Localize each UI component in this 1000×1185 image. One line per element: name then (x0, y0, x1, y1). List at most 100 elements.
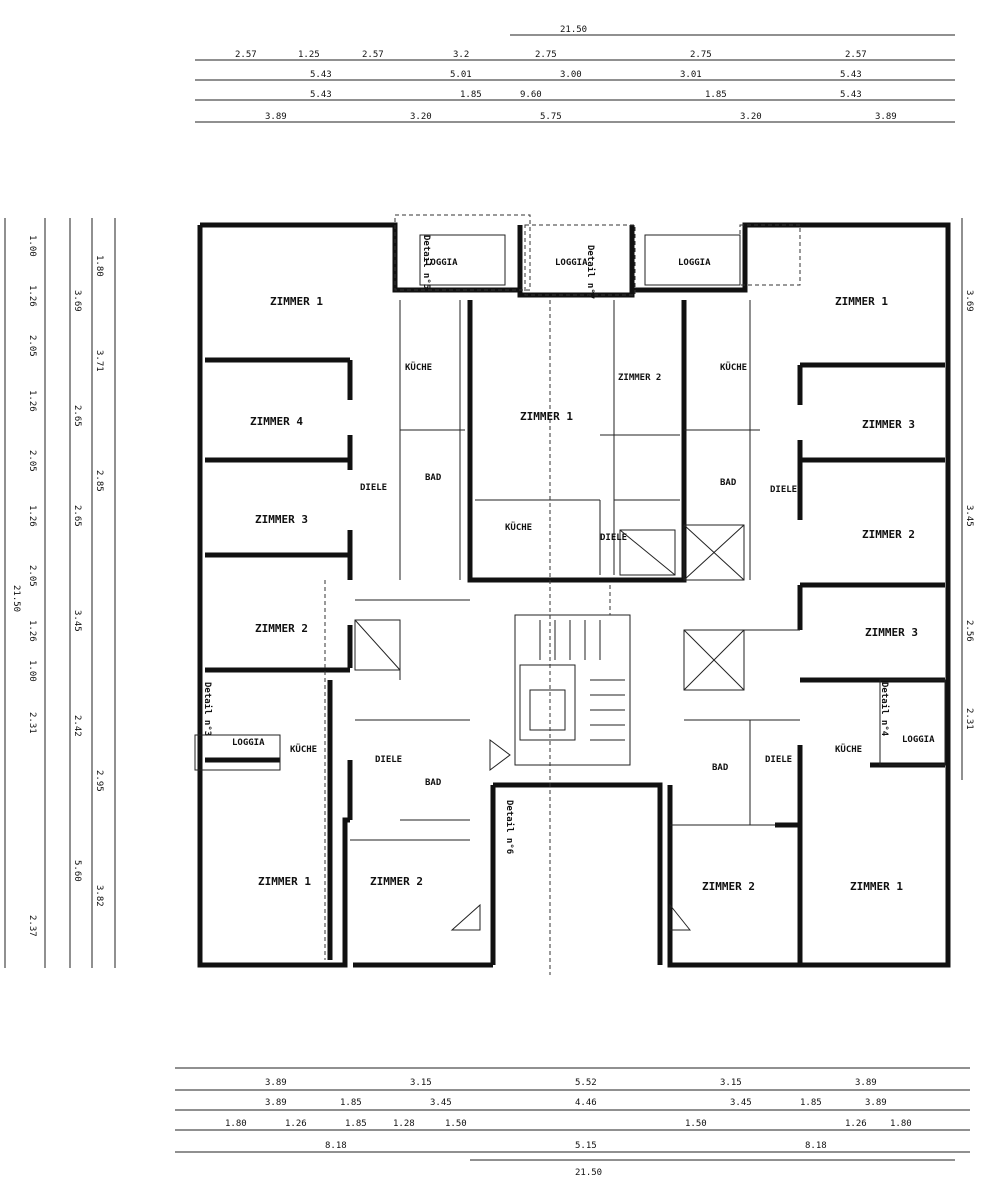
dimension-value: 2.05 (27, 450, 37, 472)
room-label: BAD (712, 763, 729, 773)
room-label: ZIMMER 3 (862, 418, 915, 431)
dimension-value: 3.15 (410, 1078, 432, 1088)
dimension-value: 5.43 (310, 90, 332, 100)
room-label: ZIMMER 1 (258, 875, 311, 888)
room-label: ZIMMER 2 (370, 875, 423, 888)
room-label: KÜCHE (405, 362, 432, 373)
dimension-value: 3.45 (730, 1098, 752, 1108)
room-label: LOGGIA (555, 258, 588, 268)
outer-walls (197, 222, 951, 968)
room-label: BAD (720, 478, 737, 488)
dimension-value: 3.69 (964, 290, 974, 312)
room-label: LOGGIA (902, 735, 935, 745)
dimension-value: 2.57 (235, 50, 257, 60)
dimension-value: 1.26 (27, 620, 37, 642)
room-label: DIELE (770, 485, 797, 495)
dimension-value: 3.45 (430, 1098, 452, 1108)
room-label: ZIMMER 1 (520, 410, 573, 423)
dimension-value: 1.26 (27, 390, 37, 412)
dimension-value: 1.80 (94, 255, 104, 277)
room-label: DIELE (600, 533, 627, 543)
room-label: KÜCHE (505, 522, 532, 533)
dimension-value: 8.18 (325, 1141, 347, 1151)
room-labels: ZIMMER 1 ZIMMER 4 ZIMMER 3 ZIMMER 2 LOGG… (232, 258, 935, 893)
dimension-value: 1.85 (345, 1119, 367, 1129)
dimension-value: 3.15 (720, 1078, 742, 1088)
door-swings (450, 739, 692, 931)
dimension-value: 3.89 (265, 1098, 287, 1108)
dimension-value: 2.65 (72, 505, 82, 527)
dimension-value: 1.85 (340, 1098, 362, 1108)
dimension-value: 5.60 (72, 860, 82, 882)
room-label: BAD (425, 778, 442, 788)
room-label: LOGGIA (232, 738, 265, 748)
dimension-value: 2.05 (27, 565, 37, 587)
room-label: ZIMMER 1 (835, 295, 888, 308)
room-label: ZIMMER 2 (702, 880, 755, 893)
dimension-value: 2.65 (72, 405, 82, 427)
dimension-value: 1.00 (27, 660, 37, 682)
room-label: ZIMMER 2 (618, 373, 661, 383)
dimension-value: 3.45 (72, 610, 82, 632)
dimension-value: 2.75 (535, 50, 557, 60)
dimension-value: 2.42 (72, 715, 82, 737)
dimension-value: 1.85 (800, 1098, 822, 1108)
dimension-value: 5.43 (840, 90, 862, 100)
dimension-value: 1.26 (285, 1119, 307, 1129)
top-dimensions: 21.50 2.57 1.25 2.57 3.2 2.75 2.75 2.57 … (195, 25, 955, 123)
dimension-value: 1.80 (890, 1119, 912, 1129)
dimension-value: 1.28 (393, 1119, 415, 1129)
room-label: ZIMMER 3 (255, 513, 308, 526)
detail-label: Detail n°3 (202, 682, 213, 736)
detail-label: Detail n°5 (421, 235, 432, 289)
detail-label: Detail n°6 (504, 800, 515, 854)
room-label: LOGGIA (425, 258, 458, 268)
room-label: BAD (425, 473, 442, 483)
detail-label: Detail n°4 (879, 682, 890, 737)
dimension-value: 3.20 (410, 112, 432, 122)
dimension-value: 1.26 (27, 285, 37, 307)
dimension-value: 1.25 (298, 50, 320, 60)
dimension-value: 3.71 (94, 350, 104, 372)
dimension-value: 5.52 (575, 1078, 597, 1088)
dimension-value: 1.50 (685, 1119, 707, 1129)
detail-label: Detail n°7 (585, 245, 596, 299)
dimension-overall-left: 21.50 (11, 585, 21, 612)
room-label: ZIMMER 2 (255, 622, 308, 635)
construction-lines (324, 214, 801, 975)
loggias (194, 234, 946, 771)
dimension-value: 1.85 (705, 90, 727, 100)
dimension-value: 3.69 (72, 290, 82, 312)
dimension-value: 3.82 (94, 885, 104, 907)
dimension-value: 1.26 (845, 1119, 867, 1129)
dimension-value: 5.01 (450, 70, 472, 80)
dimension-value: 1.50 (445, 1119, 467, 1129)
room-label: LOGGIA (678, 258, 711, 268)
dimension-value: 1.26 (27, 505, 37, 527)
room-label: DIELE (360, 483, 387, 493)
dimension-value: 2.75 (690, 50, 712, 60)
dimension-value: 3.89 (875, 112, 897, 122)
room-label: DIELE (765, 755, 792, 765)
room-label: ZIMMER 2 (862, 528, 915, 541)
dimension-value: 5.75 (540, 112, 562, 122)
dimension-overall-top: 21.50 (560, 25, 587, 35)
dimension-value: 2.31 (964, 708, 974, 730)
dimension-value: 4.46 (575, 1098, 597, 1108)
shafts (354, 524, 745, 691)
dimension-value: 3.00 (560, 70, 582, 80)
dimension-value: 3.89 (265, 112, 287, 122)
room-label: ZIMMER 1 (270, 295, 323, 308)
dimension-value: 2.05 (27, 335, 37, 357)
room-label: KÜCHE (290, 744, 317, 755)
left-dimensions: 21.50 1.00 1.26 2.05 1.26 2.05 1.26 2.05… (4, 218, 116, 968)
dimension-value: 5.15 (575, 1141, 597, 1151)
dimension-overall-bottom: 21.50 (575, 1168, 602, 1178)
dimension-value: 2.37 (27, 915, 37, 937)
dimension-value: 2.57 (362, 50, 384, 60)
dimension-value: 2.95 (94, 770, 104, 792)
dimension-value: 5.43 (840, 70, 862, 80)
interior-walls (205, 300, 945, 965)
room-label: ZIMMER 1 (850, 880, 903, 893)
